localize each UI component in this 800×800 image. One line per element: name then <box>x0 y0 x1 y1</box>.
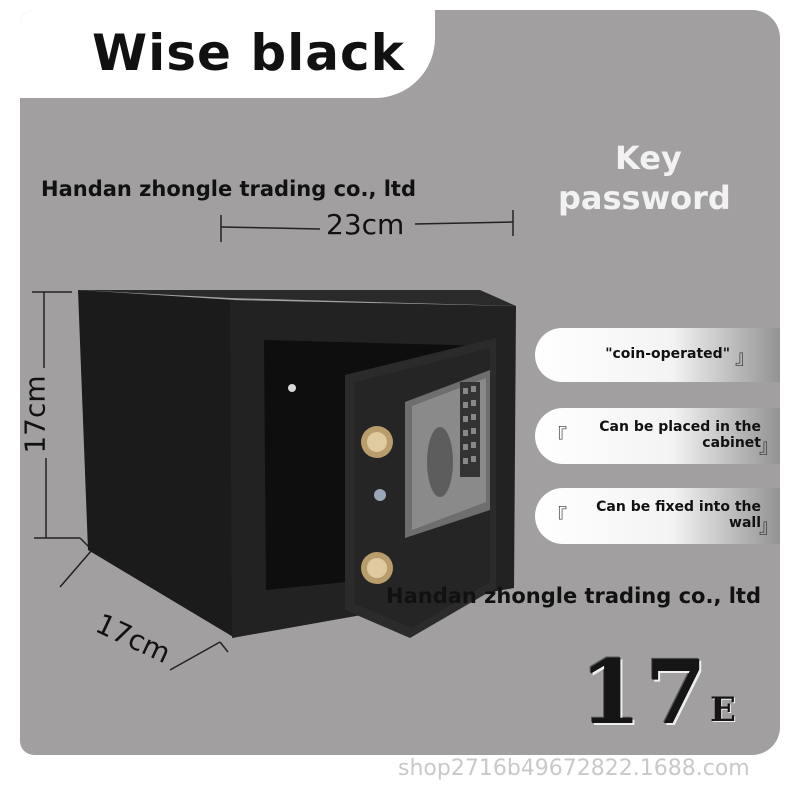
model-suffix: E <box>710 690 736 730</box>
password-label: password <box>558 179 731 217</box>
shop-watermark: shop2716b49672822.1688.com <box>398 756 750 781</box>
feature-line-2: wall <box>729 515 761 531</box>
feature-text: Can be placed in the cabinet <box>599 419 761 451</box>
height-dimension: 17cm <box>20 375 52 454</box>
feature-wall: 『 Can be fixed into the wall 』 <box>535 488 780 544</box>
key-password-label: Key password <box>558 138 758 218</box>
feature-quote-open: 『 <box>547 504 567 528</box>
safe-illustration <box>32 210 516 671</box>
title-tab: Wise black <box>20 10 435 98</box>
feature-quote-close: 』 <box>735 345 755 369</box>
key-label: Key <box>615 139 682 177</box>
width-dimension: 23cm <box>326 208 405 241</box>
feature-coin-operated: "coin-operated" 』 <box>535 328 780 382</box>
product-banner: Wise black Handan zhongle trading co., l… <box>20 10 780 755</box>
feature-cabinet: 『 Can be placed in the cabinet 』 <box>535 408 780 464</box>
company-name-top: Handan zhongle trading co., ltd <box>41 177 416 201</box>
feature-text: "coin-operated" <box>605 346 730 362</box>
feature-text: Can be fixed into the wall <box>596 499 761 531</box>
feature-quote-close: 』 <box>759 434 779 458</box>
product-title: Wise black <box>92 24 405 82</box>
model-number: 17 <box>580 640 711 744</box>
feature-quote-open: 『 <box>547 424 567 448</box>
feature-line-1: Can be placed in the <box>599 419 761 435</box>
feature-line-2: cabinet <box>702 435 761 451</box>
company-name-bottom: Handan zhongle trading co., ltd <box>386 584 761 608</box>
feature-line-1: Can be fixed into the <box>596 499 761 515</box>
feature-quote-close: 』 <box>759 514 779 538</box>
